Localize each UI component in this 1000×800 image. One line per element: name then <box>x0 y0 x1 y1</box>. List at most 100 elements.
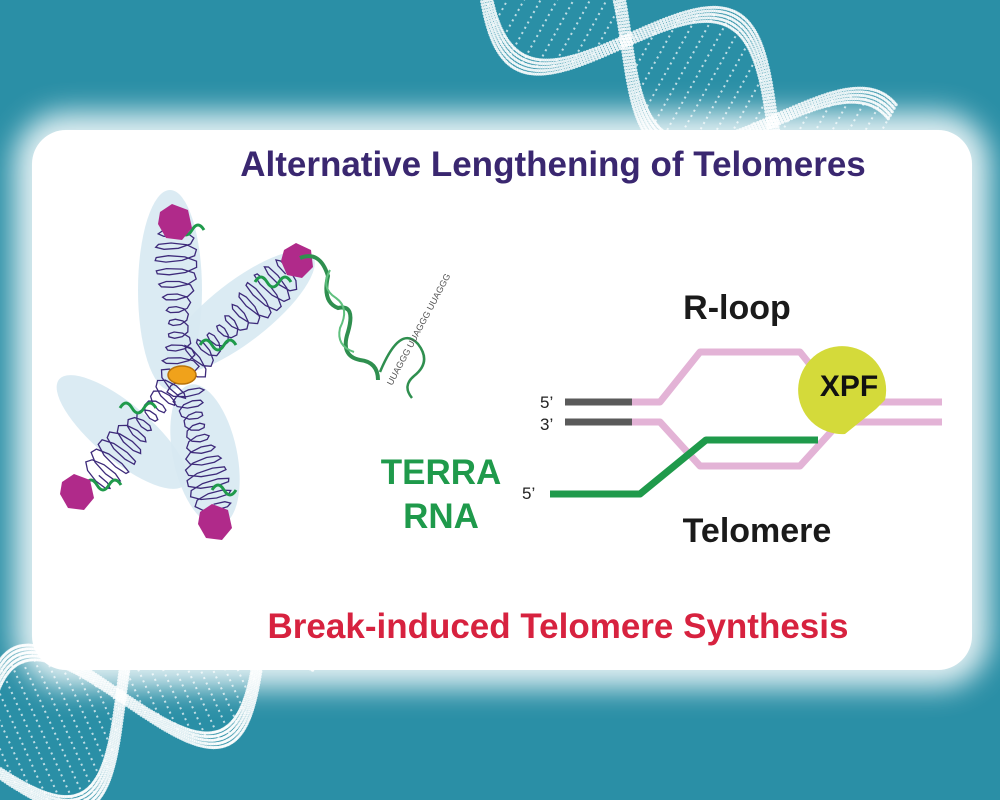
helix-dot <box>667 15 671 19</box>
helix-dot <box>547 61 551 66</box>
helix-dot <box>549 58 553 62</box>
helix-dot <box>667 24 671 28</box>
helix-dot <box>612 49 617 53</box>
helix-dot <box>490 30 494 34</box>
helix-dot <box>685 15 689 20</box>
helix-dot <box>487 10 491 14</box>
helix-dot <box>681 20 685 24</box>
helix-dot <box>636 39 640 43</box>
helix-dot <box>553 67 557 71</box>
helix-dot <box>487 0 491 2</box>
helix-dot <box>548 71 553 75</box>
helix-dot <box>484 20 488 24</box>
helix-dot <box>559 60 563 64</box>
helix-dot <box>487 8 491 12</box>
helix-dot <box>546 71 550 76</box>
helix-dot <box>686 9 691 13</box>
helix-dot <box>489 7 493 11</box>
helix-dot <box>572 65 576 69</box>
helix-dot <box>489 27 493 31</box>
helix-dot <box>543 68 547 73</box>
helix-dot <box>661 26 666 30</box>
helix-dot <box>678 20 682 24</box>
helix-dot <box>686 21 691 25</box>
helix-dot <box>586 60 590 64</box>
helix-dot <box>482 0 486 3</box>
helix-dot <box>486 25 490 30</box>
helix-dot <box>488 13 492 17</box>
helix-dot <box>701 19 705 24</box>
helix-dot <box>642 36 646 40</box>
strand-3-prime-label: 3’ <box>540 415 553 434</box>
helix-dot <box>664 25 668 29</box>
helix-dot <box>663 22 668 26</box>
helix-dot <box>541 65 545 69</box>
helix-dot <box>485 23 489 27</box>
helix-dot <box>671 17 675 21</box>
helix-dot <box>666 21 670 25</box>
helix-dot <box>698 16 702 20</box>
helix-dot <box>481 6 485 10</box>
helix-dot <box>706 6 711 10</box>
helix-dot <box>688 15 692 19</box>
helix-dot <box>592 50 596 54</box>
helix-dot <box>584 55 588 60</box>
helix-dot <box>668 18 672 22</box>
helix-dot <box>684 22 688 26</box>
helix-dot <box>579 60 584 64</box>
helix-dot <box>682 13 686 17</box>
helix-dot <box>573 59 577 63</box>
helix-dot <box>585 58 589 62</box>
telomere-label: Telomere <box>683 512 832 550</box>
helix-dot <box>571 63 575 67</box>
helix-dot <box>544 58 549 62</box>
helix-dot <box>557 63 561 67</box>
helix-dot <box>662 20 667 24</box>
helix-dot <box>707 9 711 13</box>
helix-dot <box>577 61 581 65</box>
helix-dot <box>591 47 595 52</box>
helix-dot <box>545 62 549 66</box>
helix-dot <box>483 2 487 6</box>
rna-5-prime-label: 5’ <box>522 484 535 503</box>
helix-dot <box>661 23 665 27</box>
helix-dot <box>676 12 680 16</box>
helix-dot <box>487 28 491 32</box>
helix-dot <box>547 65 552 69</box>
helix-dot <box>709 5 713 10</box>
helix-dot <box>586 52 590 56</box>
helix-dot <box>681 22 686 27</box>
helix-dot <box>491 3 495 7</box>
helix-dot <box>633 40 637 44</box>
helix-dot <box>492 15 496 19</box>
helix-dot <box>549 61 554 65</box>
helix-dot <box>562 59 566 63</box>
helix-dot <box>668 26 672 30</box>
helix-dot <box>592 58 596 62</box>
helix-dot <box>705 12 709 17</box>
helix-dot <box>698 13 702 17</box>
helix-dot <box>589 51 593 55</box>
helix-dot <box>696 17 700 21</box>
helix-dot <box>659 27 663 31</box>
helix-dot <box>582 50 587 55</box>
helix-dot <box>687 12 691 16</box>
helix-dot <box>689 8 693 13</box>
helix-dot <box>587 54 591 59</box>
helix-dot <box>702 9 706 13</box>
helix-dot <box>671 25 675 30</box>
helix-dot <box>488 33 492 37</box>
helix-dot <box>545 65 549 69</box>
helix-dot <box>688 18 693 22</box>
helix-dot <box>559 69 563 73</box>
helix-dot <box>492 6 496 10</box>
helix-dot <box>566 67 571 71</box>
helix-dot <box>695 10 699 14</box>
helix-dot <box>703 19 708 23</box>
helix-dot <box>588 57 592 61</box>
helix-dot <box>485 14 489 18</box>
helix-dot <box>480 3 484 7</box>
helix-dot <box>580 51 584 56</box>
helix-dot <box>681 11 685 15</box>
